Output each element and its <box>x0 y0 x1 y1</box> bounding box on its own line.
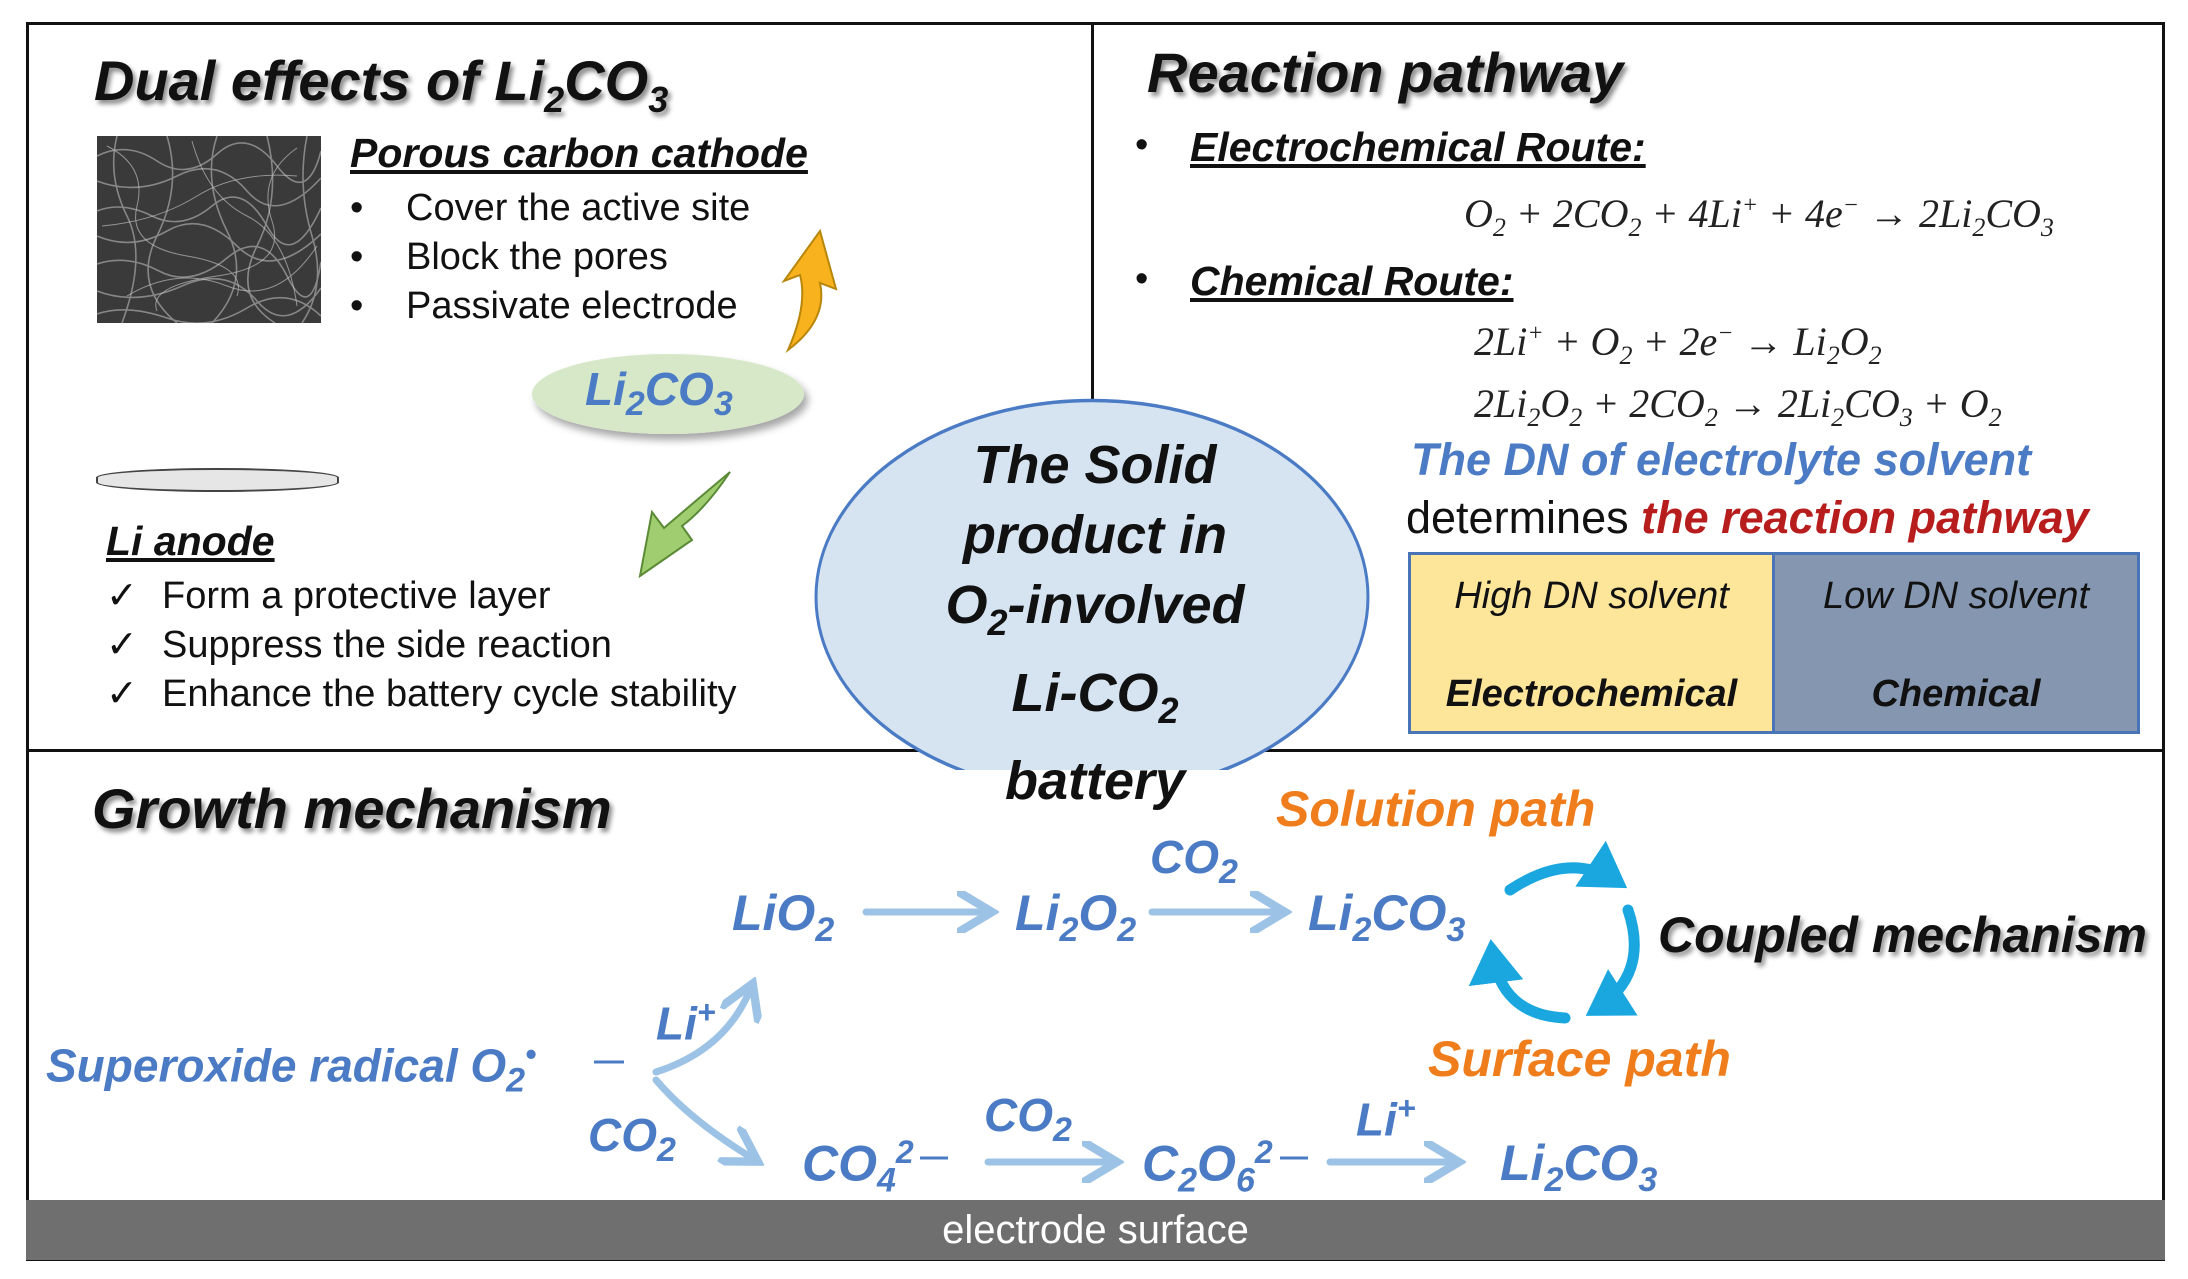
superoxide-label: Superoxide radical O2• <box>46 1036 537 1100</box>
electrode-surface-label: electrode surface <box>942 1208 1249 1252</box>
species-li2co3-top: Li2CO3 <box>1308 885 1466 949</box>
dn-line-1: The DN of electrolyte solvent <box>1411 434 2032 485</box>
li2co3-ellipse <box>532 354 804 434</box>
electrochemical-equation: O2 + 2CO2 + 4Li+ + 4e− → 2Li2CO3 <box>1464 191 2054 242</box>
anode-item: ✓Enhance the battery cycle stability <box>106 673 737 715</box>
species-lio2: LiO2 <box>732 885 835 949</box>
coupled-mechanism-label: Coupled mechanism <box>1658 907 2147 963</box>
low-dn-value: Chemical <box>1871 673 2041 715</box>
anode-items: ✓Form a protective layer ✓Suppress the s… <box>106 572 737 719</box>
center-bubble-text: The Solid product in O2-involved Li-CO2 … <box>880 430 1310 816</box>
chemical-equation-2: 2Li2O2 + 2CO2 → 2Li2CO3 + O2 <box>1474 381 2002 432</box>
species-co2-bottom: CO2 <box>984 1089 1072 1150</box>
anode-item: ✓Form a protective layer <box>106 575 551 617</box>
species-li-plus-1: Li+ <box>656 994 716 1050</box>
bubble-line-1: The Solid <box>973 435 1217 495</box>
species-co2-top: CO2 <box>1150 831 1238 892</box>
species-co4: CO42 <box>802 1134 914 1200</box>
bubble-line-3: O2-involved <box>945 575 1245 643</box>
growth-mechanism-title: Growth mechanism <box>92 777 612 840</box>
chemical-heading: Chemical Route: <box>1190 258 1514 304</box>
dn-line-2: determines the reaction pathway <box>1406 492 2089 543</box>
cathode-items: •Cover the active site •Block the pores … <box>350 184 750 331</box>
center-bubble <box>814 398 1370 770</box>
anode-item: ✓Suppress the side reaction <box>106 624 612 666</box>
electrode-surface-bar: electrode surface <box>26 1200 2165 1260</box>
chemical-equation-1: 2Li+ + O2 + 2e− → Li2O2 <box>1474 319 1882 370</box>
arrow-superoxide-up <box>652 990 750 1076</box>
species-li2o2: Li2O2 <box>1015 885 1137 949</box>
high-dn-cell: High DN solvent Electrochemical <box>1408 552 1775 734</box>
low-dn-label: Low DN solvent <box>1822 575 2090 617</box>
species-c2o6: C2O62 <box>1142 1134 1273 1200</box>
solution-path-label: Solution path <box>1276 781 1596 837</box>
cathode-item: •Cover the active site <box>350 187 751 229</box>
species-li2co3-bottom: Li2CO3 <box>1500 1135 1658 1199</box>
species-li-plus-2: Li+ <box>1356 1090 1416 1146</box>
surface-path-label: Surface path <box>1428 1031 1731 1087</box>
sem-image <box>97 136 321 323</box>
bullet-electrochemical: • <box>1135 124 1149 166</box>
species-co2-left: CO2 <box>588 1109 676 1170</box>
dual-effects-title: Dual effects of Li2CO3 <box>94 49 669 121</box>
high-dn-label: High DN solvent <box>1454 575 1729 617</box>
green-down-arrow-icon <box>638 471 731 579</box>
li-anode-plate <box>96 468 339 492</box>
cathode-item: •Block the pores <box>350 236 668 278</box>
low-dn-cell: Low DN solvent Chemical <box>1772 552 2140 734</box>
cathode-heading: Porous carbon cathode <box>350 130 808 176</box>
electrochemical-heading: Electrochemical Route: <box>1190 124 1646 170</box>
bullet-chemical: • <box>1135 258 1149 300</box>
bubble-line-5: battery <box>1004 750 1186 811</box>
orange-up-arrow-icon <box>781 228 838 354</box>
anode-heading: Li anode <box>106 518 275 564</box>
li2co3-ellipse-label: Li2CO3 <box>585 363 733 424</box>
reaction-pathway-title: Reaction pathway <box>1147 41 1624 104</box>
bubble-line-4: Li-CO2 <box>1011 662 1179 731</box>
arrow-superoxide-down <box>652 1076 752 1158</box>
high-dn-value: Electrochemical <box>1445 673 1738 715</box>
cathode-item: •Passivate electrode <box>350 285 738 327</box>
bubble-line-2: product in <box>963 505 1227 565</box>
